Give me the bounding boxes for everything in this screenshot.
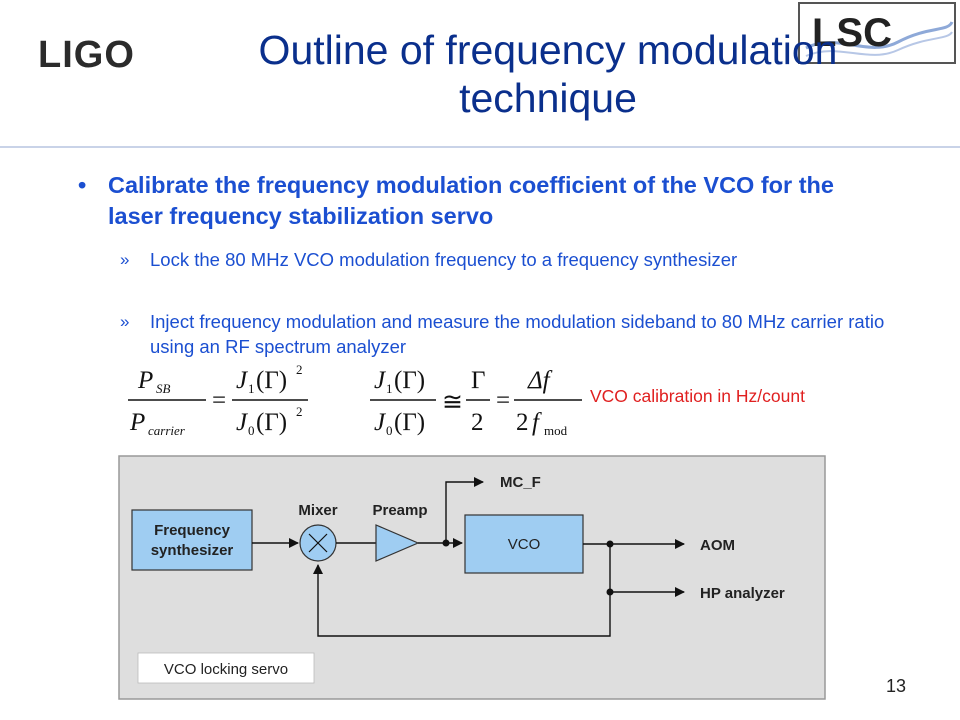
svg-text:synthesizer: synthesizer xyxy=(151,542,234,559)
ligo-logo: LIGO xyxy=(38,34,135,76)
frequency-synthesizer-block xyxy=(131,509,253,571)
sub-bullet-marker-icon: » xyxy=(120,312,130,331)
svg-text:J: J xyxy=(236,409,249,436)
lsc-logo-text: LSC xyxy=(812,11,892,55)
slide-title-line-1: Outline of frequency modulation xyxy=(258,27,838,73)
sub-bullet-marker-icon: » xyxy=(120,250,130,269)
vco-block xyxy=(464,514,584,574)
hp-analyzer-label: HP analyzer xyxy=(700,585,785,602)
svg-text:VCO: VCO xyxy=(508,536,541,553)
slide-title-line-2: technique xyxy=(459,75,637,121)
sub-bullet-text: Lock the 80 MHz VCO modulation frequency… xyxy=(150,249,738,270)
svg-text:P: P xyxy=(137,367,153,394)
svg-text:2: 2 xyxy=(471,409,484,436)
bullet-dot-icon: • xyxy=(78,172,87,198)
svg-text:1: 1 xyxy=(386,381,393,396)
svg-text:Γ: Γ xyxy=(471,367,485,394)
svg-text:0: 0 xyxy=(248,423,255,438)
svg-text:J: J xyxy=(374,409,387,436)
svg-text:mod: mod xyxy=(544,423,568,438)
diagram-caption: VCO locking servo xyxy=(164,661,288,678)
svg-text:J: J xyxy=(374,367,387,394)
svg-text:2: 2 xyxy=(516,409,529,436)
svg-text:carrier: carrier xyxy=(148,423,186,438)
preamp-label: Preamp xyxy=(372,502,427,519)
sub-bullet-text: Inject frequency modulation and measure … xyxy=(150,311,885,357)
svg-text:≅: ≅ xyxy=(442,389,463,416)
svg-text:=: = xyxy=(496,387,510,414)
svg-text:Frequency: Frequency xyxy=(154,522,231,539)
slide-title: Outline of frequency modulation techniqu… xyxy=(120,26,960,122)
mixer-label: Mixer xyxy=(298,502,337,519)
bullet-text: Calibrate the frequency modulation coeff… xyxy=(108,172,834,229)
svg-text:(Γ): (Γ) xyxy=(256,409,287,436)
svg-text:2: 2 xyxy=(296,404,303,419)
svg-text:J: J xyxy=(236,367,249,394)
svg-text:(Γ): (Γ) xyxy=(394,409,425,436)
aom-label: AOM xyxy=(700,537,735,554)
equation-modulation-index: J 1 (Γ) J 0 (Γ) ≅ Γ 2 = Δf 2 f mod xyxy=(370,367,582,438)
svg-text:(Γ): (Γ) xyxy=(256,367,287,394)
svg-text:Δf: Δf xyxy=(527,367,553,394)
svg-text:(Γ): (Γ) xyxy=(394,367,425,394)
page-number: 13 xyxy=(886,676,907,696)
calibration-note: VCO calibration in Hz/count xyxy=(590,386,805,406)
svg-text:f: f xyxy=(532,409,542,436)
lsc-logo-wave xyxy=(805,21,954,50)
svg-text:2: 2 xyxy=(296,362,303,377)
lsc-logo-frame xyxy=(798,2,956,64)
svg-text:SB: SB xyxy=(156,381,171,396)
diagram-caption-box xyxy=(137,652,315,684)
title-divider xyxy=(0,146,960,148)
svg-text:P: P xyxy=(129,409,145,436)
equation-sideband-ratio: P SB P carrier = J 1 (Γ) 2 J 0 (Γ) 2 xyxy=(128,362,308,438)
vco-locking-diagram: Frequency synthesizer Mixer Preamp MC_F … xyxy=(118,455,826,700)
preamp-symbol xyxy=(375,524,420,562)
svg-text:0: 0 xyxy=(386,423,393,438)
lsc-logo: LSC xyxy=(798,2,956,64)
svg-text:1: 1 xyxy=(248,381,255,396)
mc-f-label: MC_F xyxy=(500,474,541,491)
svg-text:=: = xyxy=(212,387,226,414)
